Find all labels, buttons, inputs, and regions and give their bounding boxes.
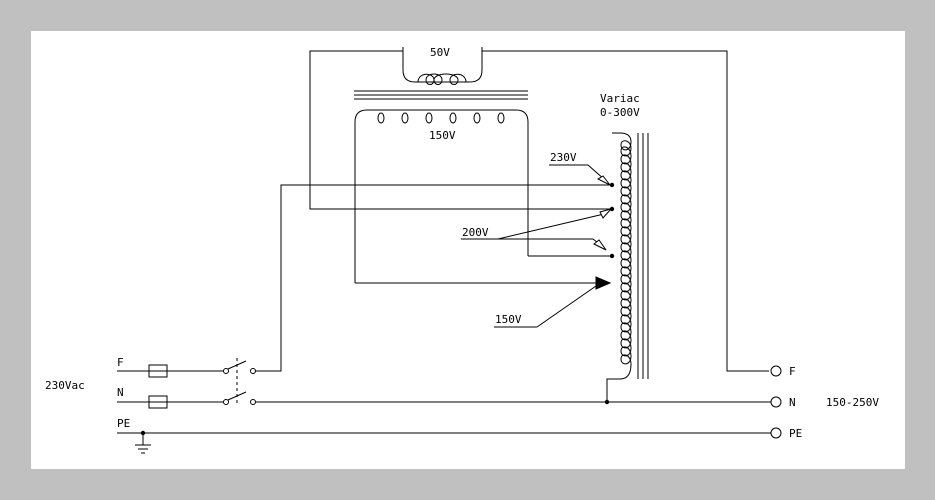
wiring	[255, 50, 769, 372]
terminal-f	[770, 365, 782, 377]
diagram-panel	[31, 31, 905, 469]
label-output-range: 150-250V	[826, 396, 879, 409]
input-f-line	[117, 360, 256, 378]
secondary-winding-50v	[402, 47, 483, 85]
label-output-pe: PE	[789, 427, 802, 440]
label-150v-primary: 150V	[429, 129, 456, 142]
label-output-f: F	[789, 365, 796, 378]
label-input-n: N	[117, 386, 124, 399]
label-230v-tap: 230V	[550, 151, 577, 164]
variac-core	[637, 133, 649, 379]
variac-winding	[606, 132, 632, 402]
input-n-line	[117, 391, 771, 409]
label-variac-range: 0-300V	[600, 106, 640, 119]
primary-winding-150v	[354, 109, 529, 283]
terminal-pe	[770, 427, 782, 439]
label-input-f: F	[117, 356, 124, 369]
tap-200v-marker	[461, 208, 613, 251]
transformer-core	[354, 90, 528, 100]
label-150v-tap: 150V	[495, 313, 522, 326]
label-output-n: N	[789, 396, 796, 409]
label-input-pe: PE	[117, 417, 130, 430]
label-variac: Variac	[600, 92, 640, 105]
input-pe-line	[117, 430, 771, 454]
label-230vac: 230Vac	[45, 379, 85, 392]
tap-230v-marker	[549, 164, 611, 186]
label-200v-tap: 200V	[462, 226, 489, 239]
output-terminals	[770, 365, 782, 439]
label-50v: 50V	[430, 46, 450, 59]
terminal-n	[770, 396, 782, 408]
variac-taps	[609, 182, 615, 259]
